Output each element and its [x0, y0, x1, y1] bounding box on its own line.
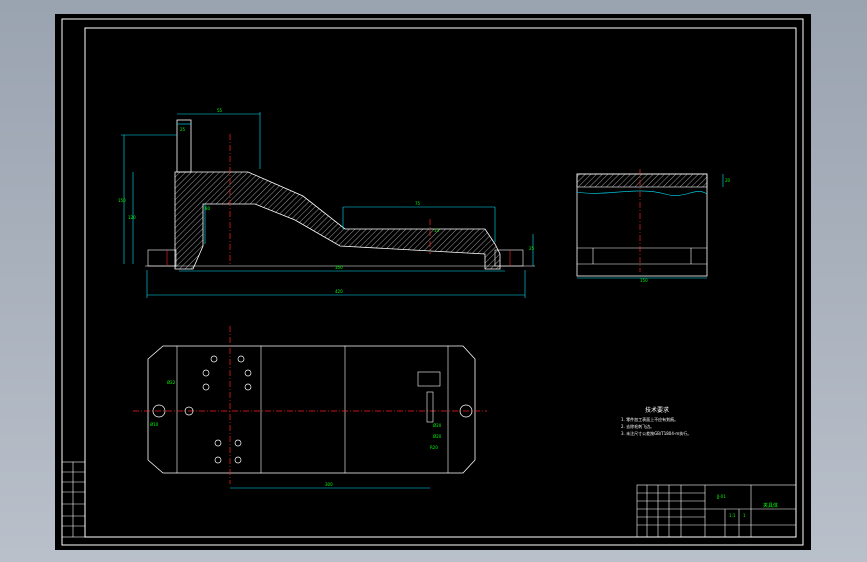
- part-name: 夹具体: [763, 502, 778, 509]
- tech-req-item: 1. 零件加工表面上不应有划痕。: [621, 416, 678, 422]
- dim-label: 350: [335, 265, 343, 270]
- plan-view: 300 Ø22 Ø10 Ø20 Ø20 R20: [133, 326, 487, 489]
- tech-req-title: 技术要求: [645, 406, 669, 414]
- dim-label: 55: [217, 108, 223, 113]
- drawing-canvas: 55 25 80 150 120 75 13 350 420 25 150 20: [61, 18, 804, 546]
- drawing-number: JJ-01: [716, 494, 726, 499]
- dim-label: Ø10: [150, 422, 159, 427]
- dim-label: 150: [640, 278, 648, 283]
- left-margin-table: [61, 461, 86, 538]
- side-view: 150 20: [576, 169, 731, 283]
- outer-border: [61, 18, 804, 546]
- dim-label: 150: [118, 198, 126, 203]
- front-dimensions: [121, 112, 534, 298]
- count-value: 1: [743, 513, 746, 518]
- dim-label: 120: [128, 215, 136, 220]
- dim-label: Ø20: [433, 423, 442, 428]
- dim-label: 420: [335, 289, 343, 294]
- dim-label: R20: [430, 445, 438, 450]
- dim-label: 13: [434, 228, 440, 233]
- inner-frame: [84, 27, 797, 538]
- title-block: [636, 484, 797, 538]
- dim-label: 25: [529, 246, 535, 251]
- dim-label: Ø22: [167, 380, 176, 385]
- dim-label: 75: [415, 201, 421, 206]
- dim-label: 20: [725, 178, 731, 183]
- tech-req-item: 2. 去除毛刺飞边。: [621, 423, 654, 429]
- dim-label: Ø20: [433, 434, 442, 439]
- tech-req-item: 3. 未注尺寸公差按GB/T1804-m执行。: [621, 430, 691, 436]
- scale-value: 1:1: [729, 513, 736, 518]
- dim-label: 300: [325, 482, 333, 487]
- front-section-view: [145, 119, 535, 270]
- drawing-sheet: 55 25 80 150 120 75 13 350 420 25 150 20: [55, 14, 811, 550]
- technical-requirements: 技术要求 1. 零件加工表面上不应有划痕。 2. 去除毛刺飞边。 3. 未注尺寸…: [621, 406, 691, 436]
- dim-label: 80: [205, 206, 211, 211]
- front-dimension-labels: 55 25 80 150 120 75 13 350 420 25: [118, 108, 535, 294]
- dim-label: 25: [180, 127, 186, 132]
